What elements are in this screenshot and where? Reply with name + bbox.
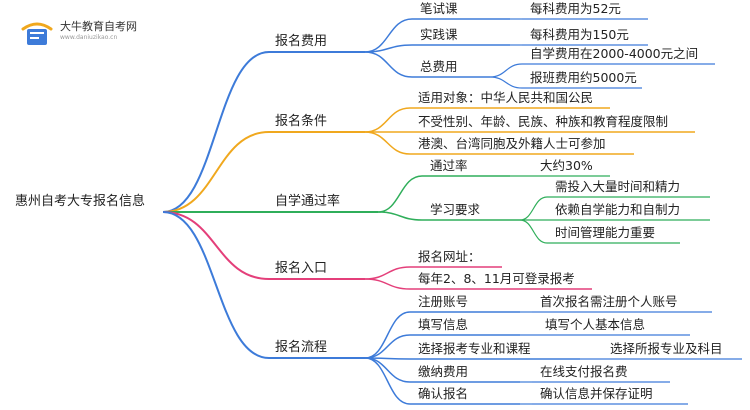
child-connector: [364, 44, 413, 53]
pass-rate: 通过率: [430, 158, 468, 173]
child-connector: [364, 357, 411, 405]
study-req-manage: 时间管理能力重要: [555, 225, 656, 240]
fee-practice: 实践课: [420, 27, 458, 42]
child-connector: [364, 107, 411, 133]
process-register: 注册账号: [418, 294, 469, 309]
child-connector: [364, 311, 411, 359]
branch-fee: 报名费用: [275, 34, 328, 49]
branch-entry: 报名入口: [275, 261, 328, 276]
fee-practice-value: 每科费用为150元: [530, 27, 629, 42]
branch-process: 报名流程: [275, 340, 328, 355]
root-topic: 惠州自考大专报名信息: [15, 194, 146, 209]
branch-pass-rate: 自学通过率: [275, 194, 341, 209]
fee-total-class: 报班费用约5000元: [530, 70, 637, 85]
child-connector: [364, 266, 411, 280]
child-connector: [377, 211, 423, 221]
brand-name: 大牛教育自考网: [60, 20, 137, 33]
branch-connector: [162, 131, 270, 213]
leaf-connector: [519, 196, 548, 221]
process-confirm-detail: 确认信息并保存证明: [540, 386, 653, 401]
child-connector: [377, 175, 423, 213]
entry-months: 每年2、8、11月可登录报考: [418, 271, 575, 286]
study-req-self: 依赖自学能力和自制力: [555, 202, 681, 217]
child-connector: [364, 278, 411, 290]
condition-target: 适用对象：中华人民共和国公民: [418, 90, 594, 105]
condition-overseas: 港澳、台湾同胞及外籍人士可参加: [418, 136, 606, 151]
branch-conditions: 报名条件: [275, 114, 328, 129]
leaf-connector: [489, 76, 523, 89]
child-connector: [364, 18, 413, 53]
leaf-connector: [519, 219, 548, 244]
brand-logo-icon: [21, 22, 53, 45]
process-fill-detail: 填写个人基本信息: [545, 317, 646, 332]
child-connector: [364, 131, 411, 155]
brand-url: www.daniuzikao.cn: [60, 34, 118, 41]
branch-connector: [162, 211, 270, 280]
study-req-time: 需投入大量时间和精力: [555, 179, 681, 194]
process-confirm: 确认报名: [418, 386, 469, 401]
fee-total: 总费用: [420, 59, 458, 74]
condition-no-limit: 不受性别、年龄、民族、种族和教育程度限制: [418, 114, 669, 129]
process-pay-detail: 在线支付报名费: [540, 364, 628, 379]
process-register-detail: 首次报名需注册个人账号: [540, 294, 678, 309]
process-pay: 缴纳费用: [418, 364, 469, 379]
process-select-detail: 选择所报专业及科目: [610, 341, 723, 356]
process-select: 选择报考专业和课程: [418, 341, 531, 356]
process-fill: 填写信息: [418, 317, 469, 332]
child-connector: [364, 357, 411, 383]
child-connector: [364, 334, 411, 359]
fee-written: 笔试课: [420, 1, 458, 16]
child-connector: [364, 51, 413, 78]
fee-written-value: 每科费用为52元: [530, 1, 621, 16]
fee-total-self: 自学费用在2000-4000元之间: [530, 46, 699, 61]
branch-connector: [162, 211, 270, 359]
branch-connector: [162, 51, 270, 213]
leaf-connector: [489, 63, 523, 78]
study-requirements: 学习要求: [430, 202, 481, 217]
pass-rate-value: 大约30%: [540, 158, 593, 173]
entry-website: 报名网址：: [418, 249, 481, 264]
